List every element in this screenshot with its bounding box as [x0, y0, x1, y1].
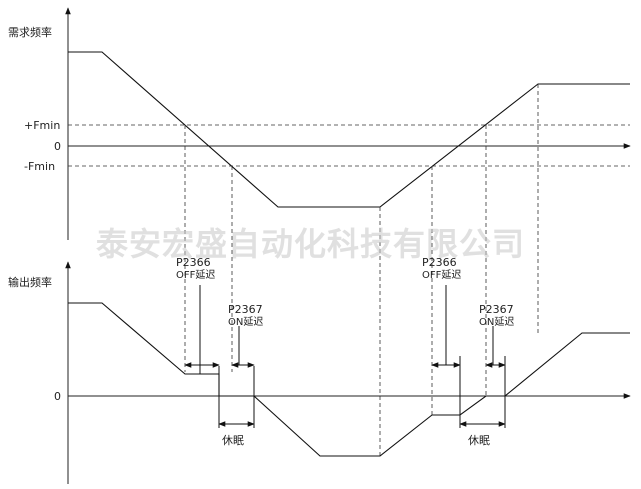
zero-label-top: 0: [54, 140, 61, 153]
zero-label-bottom: 0: [54, 390, 61, 403]
output-frequency-curve: [68, 302, 630, 457]
sleep-label: 休眠: [468, 434, 490, 447]
minus-fmin-label: -Fmin: [24, 160, 55, 173]
on-delay-param-label: P2367: [228, 303, 263, 316]
on-delay-param-label: P2367: [479, 303, 514, 316]
demand-frequency-chart: 需求频率 +Fmin 0 -Fmin: [8, 7, 631, 240]
off-delay-param-label: P2366: [422, 256, 457, 269]
sleep-label: 休眠: [222, 434, 244, 447]
company-watermark: 泰安宏盛自动化科技有限公司: [96, 225, 525, 263]
plus-fmin-label: +Fmin: [24, 119, 60, 132]
demand-frequency-axis-label: 需求频率: [8, 25, 52, 39]
off-delay-param-label: P2366: [176, 256, 211, 269]
demand-frequency-curve: [68, 51, 630, 208]
timing-guides: [184, 84, 539, 456]
on-delay-text-label: ON延迟: [479, 315, 514, 328]
off-delay-text-label: OFF延迟: [422, 268, 461, 281]
output-frequency-axis-label: 输出频率: [8, 275, 52, 289]
off-delay-text-label: OFF延迟: [176, 268, 215, 281]
output-frequency-chart: 输出频率 0 P2366 OFF延迟 P2367 ON延迟 P2366 OFF延…: [8, 256, 631, 484]
on-delay-text-label: ON延迟: [228, 315, 263, 328]
